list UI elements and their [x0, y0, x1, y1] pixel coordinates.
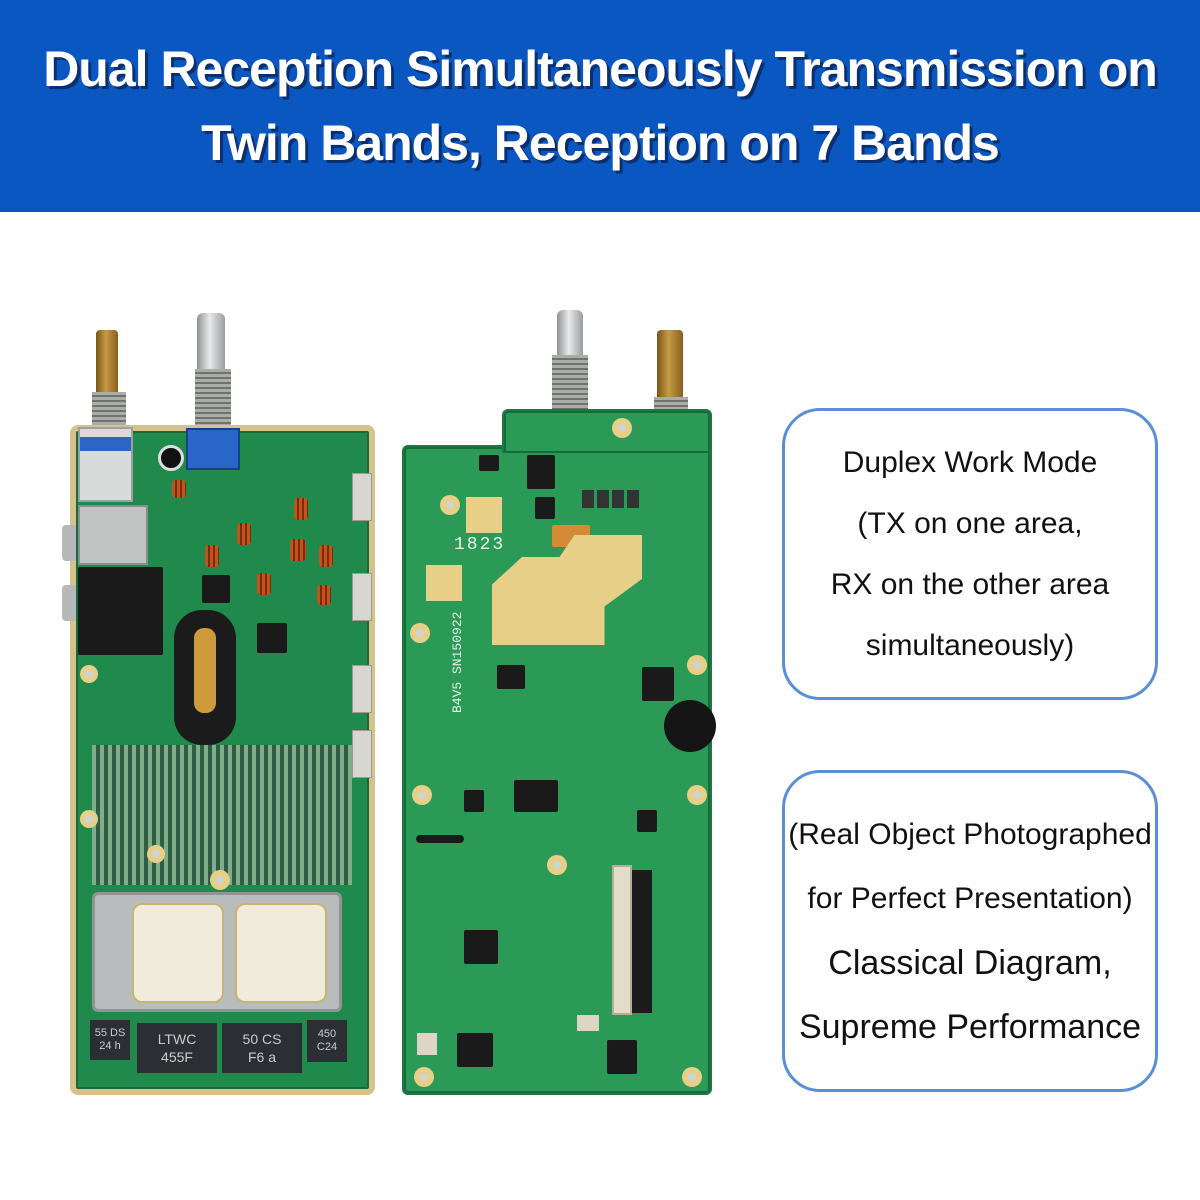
mounting-hole	[682, 1067, 702, 1087]
mounting-hole	[147, 845, 165, 863]
mounting-hole	[440, 495, 460, 515]
gold-pad	[466, 497, 502, 533]
mounting-hole	[410, 623, 430, 643]
silver-knob-shaft	[197, 313, 225, 369]
shield-cap-left	[132, 903, 224, 1003]
mounting-hole	[210, 870, 230, 890]
ceramic-filter-450: 450 C24	[307, 1020, 347, 1062]
brass-knob-shaft	[657, 330, 683, 400]
crystal-oscillator	[417, 1033, 437, 1055]
knob-thread	[92, 392, 126, 430]
shield-cap-right	[235, 903, 327, 1003]
ceramic-filter-1: 55 DS 24 h	[90, 1020, 130, 1060]
header-title-line-2: Twin Bands, Reception on 7 Bands	[201, 115, 1000, 171]
ic-chip	[497, 665, 525, 689]
pcb-board-back-top	[502, 409, 712, 453]
mounting-hole	[687, 655, 707, 675]
audio-jack-black	[78, 567, 163, 655]
pcb-board-back	[402, 445, 712, 1095]
qfn-ic	[607, 1040, 637, 1074]
ceramic-filter-cs: 50 CS F6 a	[222, 1023, 302, 1073]
silkscreen-serial: B4V5 SN150922	[450, 611, 465, 713]
info-line: Classical Diagram,	[828, 944, 1112, 982]
audio-jack-clear	[78, 505, 148, 565]
lcd-flex-connector-latch	[632, 870, 652, 1013]
crystal-oscillator	[577, 1015, 599, 1031]
left-pcb-image: 55 DS 24 h LTWC 455F 50 CS F6 a 450 C24	[62, 305, 392, 1095]
info-line: simultaneously)	[865, 629, 1075, 662]
mounting-hole	[687, 785, 707, 805]
crystal	[416, 835, 464, 843]
info-line: Supreme Performance	[798, 1008, 1142, 1046]
inductor-coil	[237, 523, 251, 545]
ceramic-filter-ltwc: LTWC 455F	[137, 1023, 217, 1073]
buzzer	[664, 700, 716, 752]
volume-pot	[186, 428, 240, 470]
info-line: Duplex Work Mode	[842, 446, 1098, 479]
knob-thread	[654, 397, 688, 411]
antenna-contact-gasket	[174, 610, 236, 745]
jack-barrel	[62, 525, 76, 561]
info-line: (Real Object Photographed	[788, 818, 1152, 851]
rf-transistor	[257, 623, 287, 653]
duplex-mode-info-box: Duplex Work Mode (TX on one area, RX on …	[782, 408, 1158, 700]
smd-component-field	[92, 745, 352, 885]
header-title-line-1: Dual Reception Simultaneously Transmissi…	[43, 41, 1158, 97]
inductor-coil	[257, 573, 271, 595]
real-object-info-box: (Real Object Photographed for Perfect Pr…	[782, 770, 1158, 1092]
qfn-ic	[457, 1033, 493, 1067]
ic-chip	[464, 790, 484, 812]
qfn-ic	[642, 667, 674, 701]
mounting-hole	[414, 1067, 434, 1087]
regulator	[535, 497, 555, 519]
selector-switch	[78, 427, 133, 502]
rf-shield-can	[92, 892, 342, 1012]
electrolytic-capacitor	[158, 445, 184, 471]
inductor-coil	[205, 545, 219, 567]
info-line: (TX on one area,	[857, 507, 1083, 540]
inductor-coil	[172, 480, 186, 498]
ic-chip	[637, 810, 657, 832]
mounting-hole	[547, 855, 567, 875]
silver-knob-shaft	[557, 310, 583, 355]
right-pcb-image: 1823 B4V5 SN150922	[402, 305, 720, 1095]
silkscreen-date-code: 1823	[454, 535, 506, 555]
side-button	[352, 573, 372, 621]
info-line: RX on the other area	[830, 568, 1110, 601]
brass-knob-shaft	[96, 330, 118, 392]
side-button	[352, 473, 372, 521]
rf-transistor	[202, 575, 230, 603]
lcd-flex-connector	[612, 865, 632, 1015]
side-button	[352, 665, 372, 713]
ic-chip	[514, 780, 558, 812]
info-line: for Perfect Presentation)	[807, 882, 1133, 915]
inductor-coil	[290, 539, 306, 561]
qfn-ic	[464, 930, 498, 964]
knob-thread	[195, 369, 231, 431]
resistor-array	[582, 490, 642, 508]
inductor-coil	[319, 545, 333, 567]
gold-pad	[426, 565, 462, 601]
inductor-coil	[317, 585, 331, 605]
header-banner: Dual Reception Simultaneously Transmissi…	[0, 0, 1200, 212]
ic-chip	[527, 455, 555, 489]
mounting-hole	[80, 665, 98, 683]
inductor-coil	[294, 498, 308, 520]
jack-barrel	[62, 585, 76, 621]
antenna-contact-plate	[194, 628, 216, 713]
mounting-hole	[412, 785, 432, 805]
inductor	[479, 455, 499, 471]
mounting-hole	[80, 810, 98, 828]
mounting-hole	[612, 418, 632, 438]
knob-thread	[552, 355, 588, 410]
side-button	[352, 730, 372, 778]
